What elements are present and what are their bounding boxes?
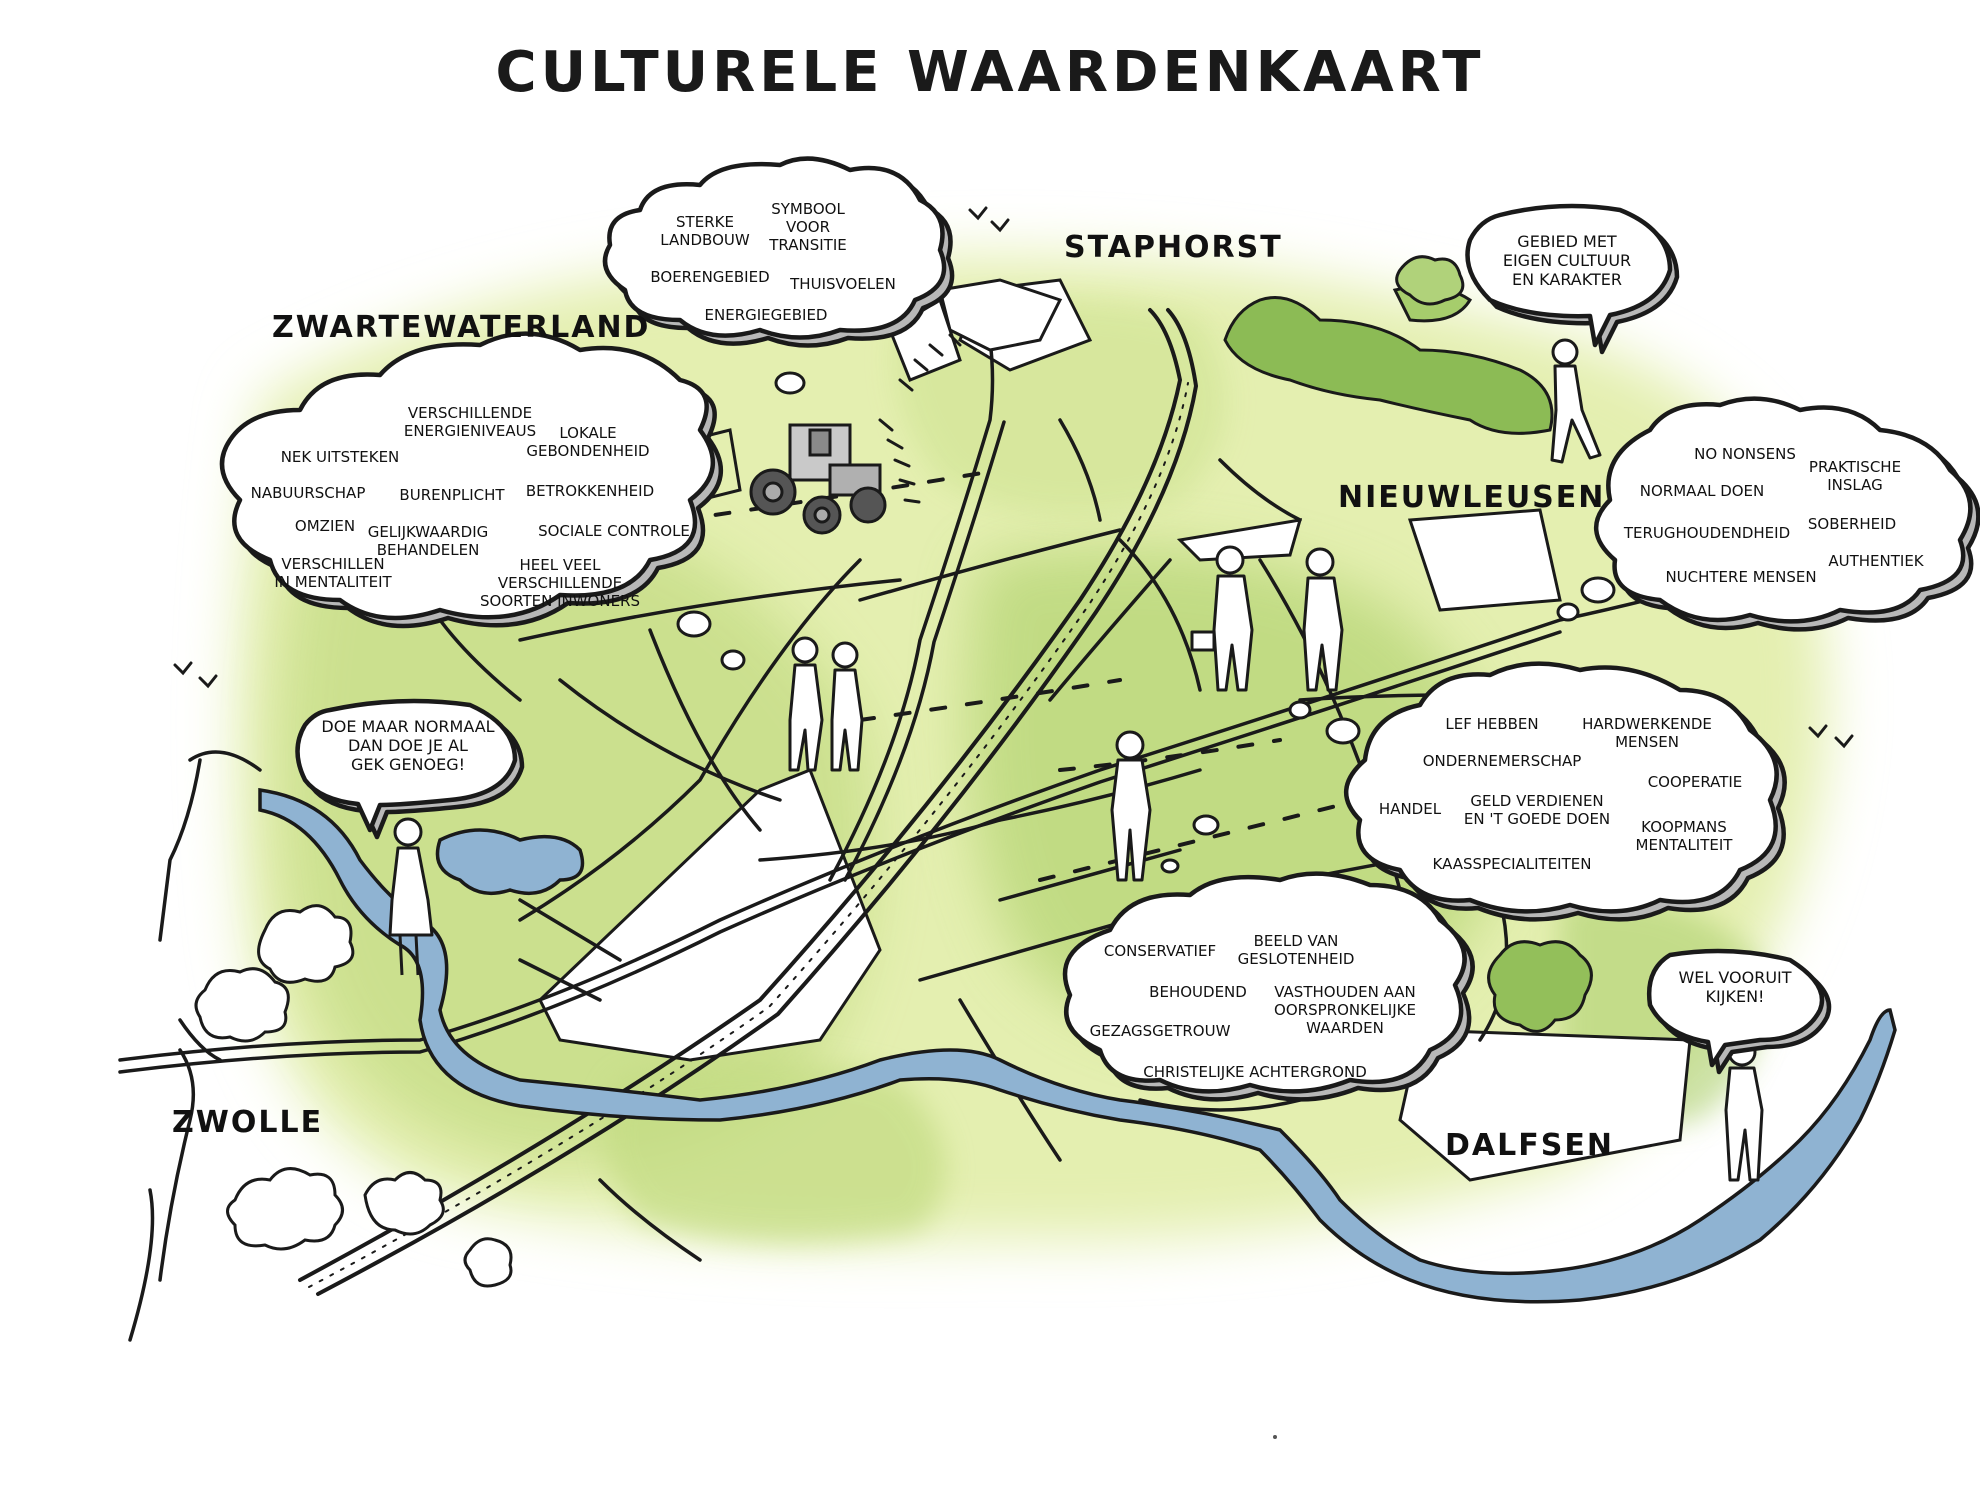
cloud-word: VERSCHILLEN IN MENTALITEIT (274, 555, 392, 591)
cloud-word: NEK UITSTEKEN (280, 448, 400, 466)
cloud-word: AUTHENTIEK (1828, 552, 1924, 570)
map-title: CULTURELE WAARDENKAART (495, 40, 1485, 105)
place-label-zwolle: ZWOLLE (172, 1105, 324, 1140)
cloud-word: VASTHOUDEN AAN OORSPRONKELIJKE WAARDEN (1274, 983, 1416, 1037)
cloud-word: ENERGIEGEBIED (704, 306, 828, 324)
cloud-word: BOERENGEBIED (650, 268, 770, 286)
cloud-word: SOCIALE CONTROLE (538, 522, 690, 540)
cloud-word: BEHOUDEND (1149, 983, 1247, 1001)
cloud-word: ONDERNEMERSCHAP (1422, 752, 1582, 770)
cloud-word: CONSERVATIEF (1103, 942, 1217, 960)
cloud-word: NORMAAL DOEN (1639, 482, 1765, 500)
cloud-word: SYMBOOL VOOR TRANSITIE (769, 200, 847, 254)
speech-bubbles (295, 203, 1832, 1075)
cloud-word: VERSCHILLENDE ENERGIENIVEAUS (403, 404, 537, 440)
cloud-word: CHRISTELIJKE ACHTERGROND (1143, 1063, 1367, 1081)
cloud-word: GEZAGSGETROUW (1089, 1022, 1231, 1040)
railway (298, 308, 1199, 1296)
cloud-word: GELIJKWAARDIG BEHANDELEN (367, 523, 489, 559)
place-label-zwartewaterland: ZWARTEWATERLAND (272, 310, 651, 345)
cloud-word: NUCHTERE MENSEN (1665, 568, 1817, 586)
cloud-word: HEEL VEEL VERSCHILLENDE SOORTEN INWONERS (479, 556, 641, 610)
cloud-bubbles (219, 156, 1980, 1102)
speech-text-normaal: DOE MAAR NORMAAL DAN DOE JE AL GEK GENOE… (321, 717, 495, 774)
cloud-word: PRAKTISCHE INSLAG (1808, 458, 1902, 494)
cloud-word: THUISVOELEN (790, 275, 896, 293)
crop-rows (878, 333, 962, 504)
cloud-word: SOBERHEID (1807, 515, 1897, 533)
cloud-word: BEELD VAN GESLOTENHEID (1237, 932, 1355, 968)
place-label-staphorst: STAPHORST (1064, 230, 1283, 265)
cloud-word: LOKALE GEBONDENHEID (526, 424, 650, 460)
cloud-word: OMZIEN (294, 517, 356, 535)
place-label-nieuwleusen: NIEUWLEUSEN (1338, 480, 1606, 515)
cloud-word: KAASSPECIALITEITEN (1432, 855, 1592, 873)
white-plots (538, 278, 1692, 1182)
cloud-word: KOOPMANS MENTALITEIT (1635, 818, 1733, 854)
cloud-word: TERUGHOUDENDHEID (1623, 524, 1791, 542)
river-vecht (258, 787, 1897, 1304)
cloud-word: GELD VERDIENEN EN 'T GOEDE DOEN (1463, 792, 1611, 828)
speech-text-vooruit: WEL VOORUIT KIJKEN! (1678, 968, 1792, 1006)
roads (118, 338, 1782, 1342)
cloud-word: STERKE LANDBOUW (660, 213, 750, 249)
thought-dots (676, 371, 1616, 874)
cloud-word: NO NONSENS (1694, 445, 1796, 463)
cloud-word: HARDWERKENDE MENSEN (1582, 715, 1712, 751)
person-icon (388, 338, 1764, 1182)
tree-icon (194, 255, 1593, 1288)
place-label-dalfsen: DALFSEN (1445, 1128, 1614, 1163)
birds-icon (173, 206, 1854, 749)
cloud-word: NABUURSCHAP (250, 484, 366, 502)
cloud-word: HANDEL (1378, 800, 1442, 818)
speech-text-karakter: GEBIED MET EIGEN CULTUUR EN KARAKTER (1502, 232, 1632, 289)
tractor-icon (658, 423, 887, 535)
briefcase-icon (1190, 630, 1216, 652)
cloud-word: BETROKKENHEID (525, 482, 655, 500)
cloud-word: BURENPLICHT (399, 486, 505, 504)
cloud-word: COOPERATIE (1647, 773, 1743, 791)
cloud-word: LEF HEBBEN (1445, 715, 1539, 733)
